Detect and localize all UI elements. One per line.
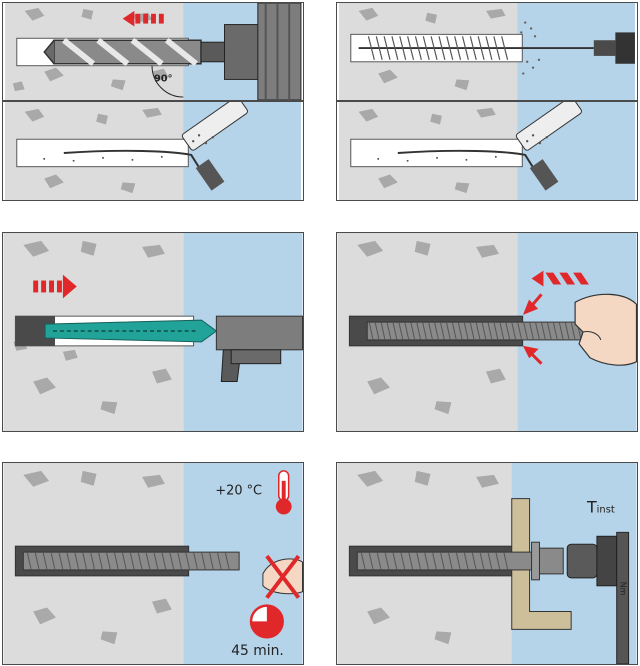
blow-pump-icon (515, 102, 582, 191)
blow-left-scene (5, 102, 301, 200)
hand-icon (574, 293, 637, 366)
step-blow-right-panel (336, 101, 638, 201)
angle-arc (151, 65, 184, 98)
wrench-label: Nm (619, 582, 628, 596)
dust-particles (377, 134, 548, 162)
torque-label: Tinst (586, 498, 615, 517)
time-label: 45 min. (231, 643, 284, 659)
torque-scene: Nm Tinst (337, 463, 637, 664)
threaded-rod-icon (356, 551, 556, 571)
direction-arrow-right (33, 274, 77, 299)
drill-hole (350, 138, 523, 168)
insert-rod-scene (337, 233, 637, 431)
pressure-arrows (522, 293, 543, 365)
step-blow-left-panel (2, 101, 304, 201)
drill-icon (43, 3, 302, 100)
step-drill-panel: 90° (2, 2, 304, 101)
dispenser-gun-icon (215, 315, 303, 382)
cure-scene: +20 °C 45 min. (3, 463, 303, 664)
no-touch-icon (262, 554, 303, 599)
step-brush-panel (336, 2, 638, 101)
nut-washer (531, 541, 564, 581)
step-cure-panel: +20 °C 45 min. (2, 462, 304, 665)
blow-tube (397, 149, 541, 179)
concrete-stones (24, 107, 162, 194)
thermometer-icon (275, 470, 292, 515)
torque-wrench-icon (566, 531, 630, 664)
air-side (183, 102, 301, 200)
brush-icon (358, 32, 635, 64)
threaded-rod-icon (366, 321, 606, 341)
direction-arrow-left (122, 10, 164, 27)
drill-scene: 90° (5, 3, 302, 100)
angle-label: 90° (154, 73, 173, 84)
clock-icon (249, 604, 284, 639)
concrete-stones (23, 470, 172, 645)
concrete-stones (358, 107, 496, 194)
air-side (517, 102, 635, 200)
step-torque-panel: Nm Tinst (336, 462, 638, 665)
step-insert-rod-panel (336, 232, 638, 432)
brush-scene (339, 3, 635, 100)
inject-scene (3, 233, 303, 431)
threaded-rod-icon (22, 551, 240, 571)
concrete-stones (357, 470, 499, 645)
blow-pump-icon (181, 102, 248, 191)
rotate-arrow-left (531, 270, 589, 287)
blow-right-scene (339, 102, 635, 200)
blow-tube (63, 149, 207, 179)
dust-particles (520, 21, 541, 75)
concrete-stones (358, 7, 506, 91)
fixture-plate (511, 498, 572, 630)
concrete-stones (357, 240, 506, 415)
drill-hole (16, 138, 189, 168)
concrete-stones (12, 7, 169, 92)
dust-particles (43, 134, 214, 162)
mixer-nozzle-icon (44, 319, 218, 343)
temperature-label: +20 °C (215, 484, 262, 499)
step-inject-panel (2, 232, 304, 432)
